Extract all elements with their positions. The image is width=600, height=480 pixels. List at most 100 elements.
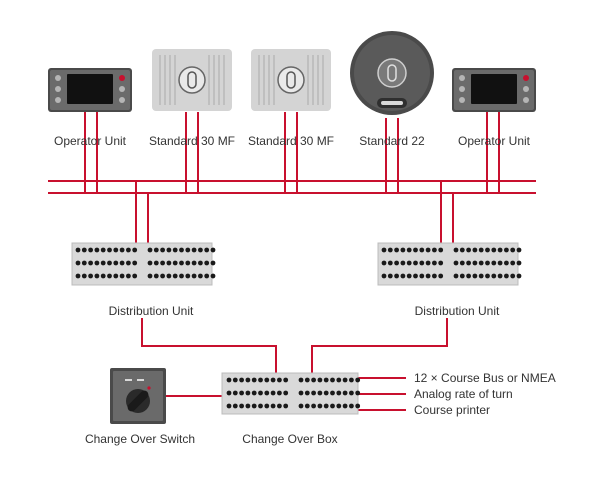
terminal-dot bbox=[81, 247, 87, 253]
terminal-dot bbox=[516, 273, 522, 279]
terminal-dot bbox=[132, 273, 138, 279]
terminal-dot bbox=[204, 260, 210, 266]
terminal-dot bbox=[283, 403, 289, 409]
terminal-dot bbox=[478, 247, 484, 253]
terminal-dot bbox=[226, 403, 232, 409]
standard-30-mf-2-label: Standard 30 MF bbox=[248, 134, 334, 148]
terminal-dot bbox=[239, 390, 245, 396]
terminal-dot bbox=[485, 260, 490, 266]
terminal-dot bbox=[298, 377, 304, 383]
terminal-dot bbox=[323, 403, 329, 409]
terminal-dot bbox=[298, 403, 304, 409]
terminal-dot bbox=[153, 273, 159, 279]
terminal-dot bbox=[510, 260, 516, 266]
terminal-dot bbox=[400, 260, 406, 266]
standard-22-label: Standard 22 bbox=[359, 134, 425, 148]
terminal-dot bbox=[432, 260, 437, 266]
terminal-dot bbox=[323, 377, 329, 383]
terminal-dot bbox=[264, 390, 270, 396]
terminal-dot bbox=[336, 377, 342, 383]
terminal-dot bbox=[277, 403, 282, 409]
change-over-box-label: Change Over Box bbox=[242, 432, 337, 446]
terminal-dot bbox=[453, 247, 459, 253]
terminal-dot bbox=[245, 403, 251, 409]
terminal-dot bbox=[413, 260, 418, 266]
dist-left-to-box bbox=[141, 318, 277, 373]
terminal-dot bbox=[264, 403, 270, 409]
terminal-dot bbox=[277, 390, 282, 396]
terminal-dot bbox=[330, 390, 335, 396]
terminal-dot bbox=[387, 260, 393, 266]
terminal-dot bbox=[485, 273, 490, 279]
terminal-dot bbox=[270, 377, 276, 383]
terminal-dot bbox=[239, 377, 245, 383]
terminal-dot bbox=[94, 260, 100, 266]
terminal-dot bbox=[125, 273, 131, 279]
terminal-dot bbox=[459, 273, 465, 279]
distribution-unit-right-label: Distribution Unit bbox=[415, 304, 500, 318]
change-over-switch-label: Change Over Switch bbox=[85, 432, 195, 446]
terminal-dot bbox=[153, 260, 159, 266]
bus-to-dist-left bbox=[135, 181, 149, 243]
terminal-dot bbox=[88, 260, 93, 266]
terminal-dot bbox=[387, 273, 393, 279]
terminal-dot bbox=[258, 403, 263, 409]
terminal-block-icon bbox=[221, 372, 359, 415]
terminal-dot bbox=[400, 273, 406, 279]
terminal-dot bbox=[113, 260, 119, 266]
change-over-switch: Change Over Switch bbox=[85, 368, 195, 446]
terminal-dot bbox=[330, 377, 335, 383]
terminal-dot bbox=[147, 260, 153, 266]
terminal-dot bbox=[466, 273, 471, 279]
operator-unit-left-label: Operator Unit bbox=[54, 134, 127, 148]
terminal-dot bbox=[185, 260, 191, 266]
terminal-dot bbox=[75, 247, 81, 253]
drop-operator-left bbox=[84, 112, 98, 193]
terminal-dot bbox=[466, 260, 471, 266]
terminal-dot bbox=[166, 247, 172, 253]
terminal-dot bbox=[210, 273, 216, 279]
terminal-dot bbox=[132, 247, 138, 253]
terminal-dot bbox=[107, 247, 112, 253]
terminal-dot bbox=[119, 247, 125, 253]
terminal-dot bbox=[94, 273, 100, 279]
terminal-dot bbox=[491, 247, 497, 253]
terminal-dot bbox=[510, 247, 516, 253]
terminal-dots bbox=[75, 247, 216, 279]
terminal-dot bbox=[119, 260, 125, 266]
terminal-dot bbox=[355, 403, 361, 409]
terminal-dot bbox=[394, 247, 399, 253]
dist-right-to-box bbox=[311, 318, 448, 373]
operator-panel-icon bbox=[48, 68, 132, 112]
terminal-dot bbox=[179, 247, 184, 253]
terminal-dot bbox=[432, 247, 437, 253]
terminal-dot bbox=[232, 377, 238, 383]
terminal-dot bbox=[349, 403, 354, 409]
terminal-dot bbox=[210, 247, 216, 253]
terminal-dot bbox=[317, 390, 323, 396]
terminal-dot bbox=[88, 273, 93, 279]
terminal-dot bbox=[113, 273, 119, 279]
terminal-dot bbox=[381, 273, 387, 279]
terminal-dot bbox=[283, 390, 289, 396]
terminal-dot bbox=[478, 260, 484, 266]
change-over-box: Change Over Box bbox=[221, 372, 361, 446]
terminal-dot bbox=[88, 247, 93, 253]
terminal-dot bbox=[330, 403, 335, 409]
terminal-dot bbox=[210, 260, 216, 266]
terminal-dot bbox=[179, 273, 184, 279]
terminal-dot bbox=[400, 247, 406, 253]
terminal-dot bbox=[497, 247, 503, 253]
terminal-dot bbox=[459, 260, 465, 266]
terminal-dot bbox=[113, 247, 119, 253]
terminal-dot bbox=[185, 247, 191, 253]
terminal-dot bbox=[497, 273, 503, 279]
terminal-dot bbox=[132, 260, 138, 266]
drop-standard30-1 bbox=[185, 112, 199, 193]
output-label-course-bus: 12 × Course Bus or NMEA bbox=[414, 371, 556, 385]
terminal-dot bbox=[277, 377, 282, 383]
terminal-dot bbox=[270, 390, 276, 396]
distribution-unit-left: Distribution Unit bbox=[71, 242, 216, 318]
terminal-dot bbox=[153, 247, 159, 253]
terminal-dot bbox=[394, 260, 399, 266]
